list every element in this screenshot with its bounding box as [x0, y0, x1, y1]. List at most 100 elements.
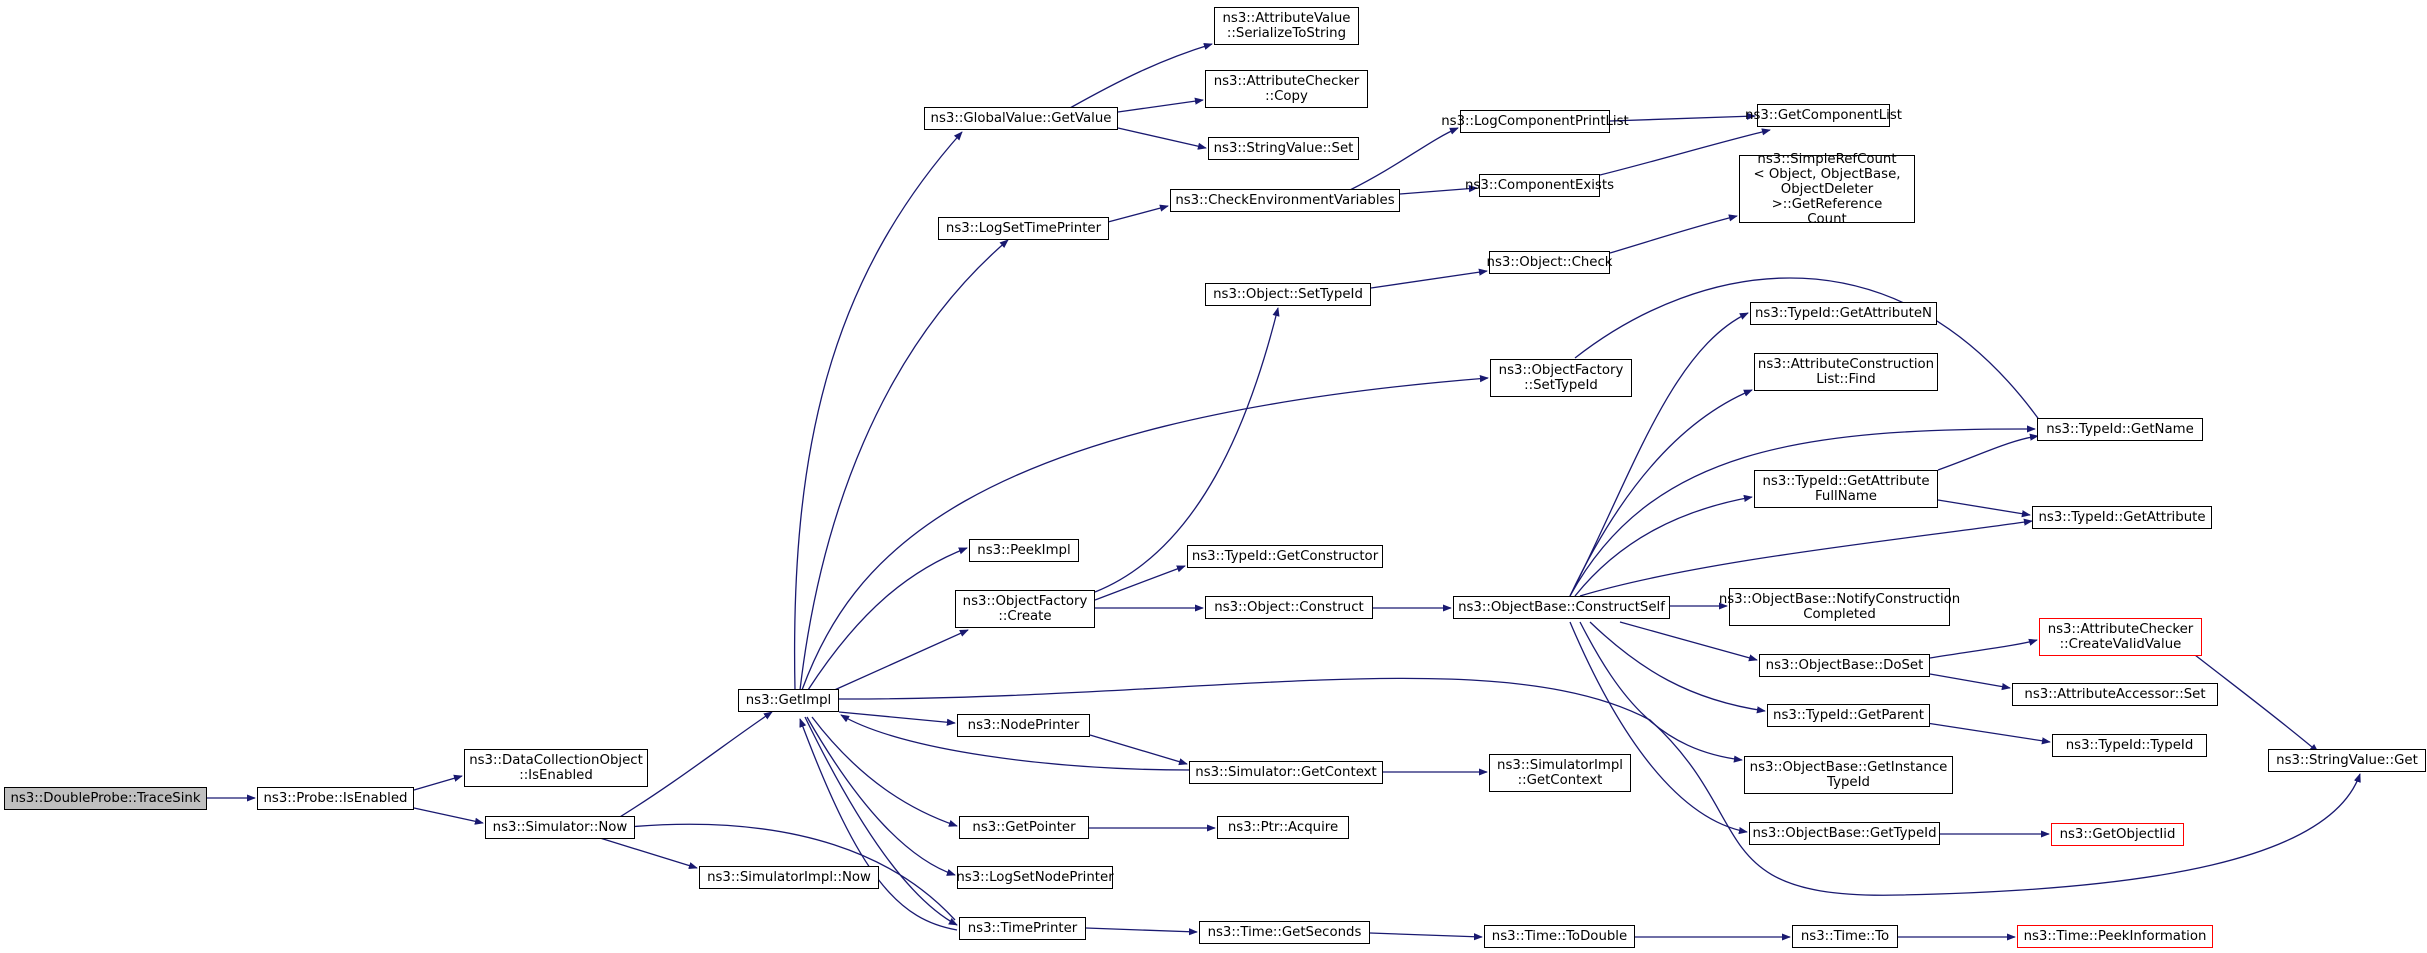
edge-gv-ac-copy	[1117, 97, 1204, 113]
node-typeid-getattrn[interactable]: ns3::TypeId::GetAttributeN	[1750, 302, 1937, 325]
edge-getimpl-of-settypeid	[801, 375, 1489, 691]
node-dco-isenabled[interactable]: ns3::DataCollectionObject ::IsEnabled	[464, 749, 648, 787]
edge-typeid-getattrfull-getname	[1937, 433, 2039, 471]
node-ob-notify[interactable]: ns3::ObjectBase::NotifyConstruction Comp…	[1719, 588, 1960, 626]
edge-gv-av-serialize	[1069, 42, 1213, 109]
edge-timeprinter-sim-now	[616, 823, 956, 921]
node-probe-isenabled[interactable]: ns3::Probe::IsEnabled	[257, 787, 414, 810]
edge-constructself-typeid-getattrn	[1569, 312, 1749, 597]
node-simplerefcount[interactable]: ns3::SimpleRefCount < Object, ObjectBase…	[1739, 152, 1915, 227]
edge-getimpl-logsettimeprinter	[799, 239, 1009, 691]
edge-sim-now-simimpl-now	[599, 837, 698, 870]
node-typeid-getattrfull[interactable]: ns3::TypeId::GetAttribute FullName	[1754, 470, 1938, 508]
node-ob-constructself[interactable]: ns3::ObjectBase::ConstructSelf	[1453, 596, 1670, 619]
edge-getimpl-timeprinter	[804, 716, 958, 926]
node-tracesink: ns3::DoubleProbe::TraceSink	[4, 787, 207, 810]
edge-time-getseconds-time-todouble	[1369, 932, 1483, 941]
edge-getimpl-of-create	[829, 629, 969, 693]
edge-getimpl-gv-getvalue	[793, 131, 963, 691]
edge-constructself-typeid-getparent	[1589, 621, 1766, 714]
node-getobjectiid[interactable]: ns3::GetObjectIid	[2051, 823, 2184, 846]
edge-constructself-typeid-getname	[1569, 425, 2036, 597]
node-typeid-getname[interactable]: ns3::TypeId::GetName	[2037, 418, 2203, 441]
node-peekimpl[interactable]: ns3::PeekImpl	[969, 539, 1079, 562]
edge-object-settypeid-check	[1370, 268, 1488, 289]
edge-getimpl-peekimpl	[807, 547, 968, 691]
edge-checkenv-compexists	[1399, 185, 1478, 195]
node-object-construct[interactable]: ns3::Object::Construct	[1205, 596, 1373, 619]
node-logsettimeprinter[interactable]: ns3::LogSetTimePrinter	[938, 217, 1109, 240]
node-compexists[interactable]: ns3::ComponentExists	[1465, 174, 1614, 197]
node-getimpl[interactable]: ns3::GetImpl	[738, 689, 839, 712]
node-aa-set[interactable]: ns3::AttributeAccessor::Set	[2012, 683, 2218, 706]
edge-constructself-ob-getinstance	[1579, 621, 1743, 763]
node-gv-getvalue[interactable]: ns3::GlobalValue::GetValue	[924, 107, 1118, 130]
edge-nodeprinter-sim-getcontext	[1089, 734, 1188, 766]
edge-constructself-ob-gettypeid	[1569, 621, 1748, 835]
edge-typeid-getparent-typeid-typeid	[1919, 721, 2051, 745]
edge-logcompprintlist-getcomplist	[1609, 112, 1756, 122]
node-logsetnodeprinter[interactable]: ns3::LogSetNodePrinter	[956, 866, 1114, 889]
node-ac-copy[interactable]: ns3::AttributeChecker ::Copy	[1205, 70, 1368, 108]
edge-gv-sv-set	[1117, 127, 1207, 150]
node-sv-get[interactable]: ns3::StringValue::Get	[2268, 749, 2426, 772]
node-nodeprinter[interactable]: ns3::NodePrinter	[957, 714, 1090, 737]
node-typeid-getattr[interactable]: ns3::TypeId::GetAttribute	[2032, 506, 2212, 529]
node-logcompprintlist[interactable]: ns3::LogComponentPrintList	[1441, 110, 1629, 133]
call-edges	[207, 42, 2361, 941]
node-checkenv[interactable]: ns3::CheckEnvironmentVariables	[1170, 189, 1400, 212]
edge-of-settypeid-typeid-getname	[1574, 277, 2046, 429]
node-av-serialize[interactable]: ns3::AttributeValue ::SerializeToString	[1214, 7, 1359, 45]
edge-logsettimeprinter-checkenv	[1107, 204, 1169, 223]
node-getcomplist[interactable]: ns3::GetComponentList	[1745, 104, 1902, 127]
node-ac-createvalid[interactable]: ns3::AttributeChecker ::CreateValidValue	[2039, 618, 2202, 656]
edge-constructself-typeid-getattr	[1579, 518, 2033, 597]
node-time-todouble[interactable]: ns3::Time::ToDouble	[1484, 925, 1635, 948]
node-attrconstr-find[interactable]: ns3::AttributeConstruction List::Find	[1754, 353, 1938, 391]
node-simimpl-getcontext[interactable]: ns3::SimulatorImpl ::GetContext	[1489, 754, 1631, 792]
node-sim-now[interactable]: ns3::Simulator::Now	[485, 816, 635, 839]
edge-constructself-ob-doset	[1619, 621, 1758, 662]
edge-compexists-getcomplist	[1599, 128, 1771, 176]
node-typeid-getparent[interactable]: ns3::TypeId::GetParent	[1767, 704, 1930, 727]
edge-ob-doset-aa-set	[1929, 673, 2011, 691]
node-object-settypeid[interactable]: ns3::Object::SetTypeId	[1205, 283, 1371, 306]
edge-ob-doset-ac-createvalid	[1929, 638, 2038, 659]
node-object-check[interactable]: ns3::Object::Check	[1487, 251, 1612, 274]
node-getpointer[interactable]: ns3::GetPointer	[959, 816, 1089, 839]
node-sv-set[interactable]: ns3::StringValue::Set	[1208, 137, 1359, 160]
edge-timeprinter-getimpl	[799, 718, 958, 931]
edge-probe-dco-isenabled	[413, 774, 463, 791]
node-time-getseconds[interactable]: ns3::Time::GetSeconds	[1199, 921, 1370, 944]
node-of-create[interactable]: ns3::ObjectFactory ::Create	[955, 590, 1095, 628]
edge-of-create-typeid-getconstructor	[1094, 565, 1186, 601]
edge-getimpl-sv-get	[838, 677, 2361, 896]
edge-of-create-object-settypeid	[1094, 307, 1280, 593]
edge-object-check-simplerefcount	[1609, 214, 1738, 254]
edge-sim-now-getimpl	[614, 711, 773, 821]
node-of-settypeid[interactable]: ns3::ObjectFactory ::SetTypeId	[1490, 359, 1632, 397]
node-timeprinter[interactable]: ns3::TimePrinter	[959, 917, 1086, 940]
edge-constructself-typeid-getattrfull	[1574, 494, 1753, 597]
edge-typeid-getattrfull-getattr	[1937, 499, 2031, 518]
edge-checkenv-logcompprintlist	[1349, 127, 1459, 191]
node-ob-doset[interactable]: ns3::ObjectBase::DoSet	[1759, 654, 1930, 677]
node-time-peekinfo[interactable]: ns3::Time::PeekInformation	[2017, 925, 2213, 948]
node-ob-getinstance[interactable]: ns3::ObjectBase::GetInstance TypeId	[1744, 756, 1953, 794]
edge-constructself-attrconstr-find	[1569, 389, 1753, 597]
node-ptr-acquire[interactable]: ns3::Ptr::Acquire	[1217, 816, 1349, 839]
edge-ac-createvalid-sv-get	[2194, 654, 2319, 753]
node-sim-getcontext[interactable]: ns3::Simulator::GetContext	[1189, 761, 1383, 784]
node-simimpl-now[interactable]: ns3::SimulatorImpl::Now	[699, 866, 879, 889]
node-time-to[interactable]: ns3::Time::To	[1792, 925, 1898, 948]
edge-timeprinter-time-getseconds	[1085, 927, 1198, 936]
edge-getimpl-logsetnodeprinter	[806, 716, 956, 876]
node-ob-gettypeid[interactable]: ns3::ObjectBase::GetTypeId	[1749, 822, 1940, 845]
edge-probe-sim-now	[413, 807, 484, 825]
node-typeid-getconstructor[interactable]: ns3::TypeId::GetConstructor	[1187, 545, 1383, 568]
edge-getimpl-getpointer	[811, 716, 958, 827]
node-typeid-typeid[interactable]: ns3::TypeId::TypeId	[2052, 734, 2207, 757]
edge-getimpl-nodeprinter	[838, 711, 956, 726]
edge-sim-getcontext-getimpl	[840, 714, 1191, 771]
